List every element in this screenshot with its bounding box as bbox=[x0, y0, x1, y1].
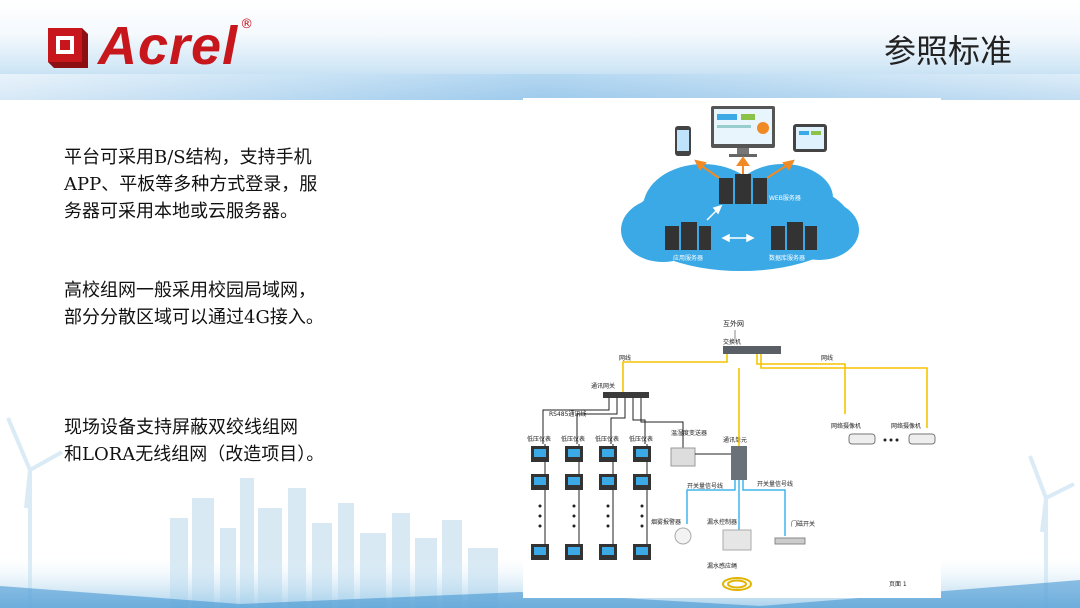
registered-mark: ® bbox=[240, 16, 254, 32]
switch-icon bbox=[723, 346, 781, 354]
svg-text:低压仪表: 低压仪表 bbox=[527, 435, 551, 443]
cable-left-label: 网线 bbox=[619, 354, 631, 362]
comm-unit-icon bbox=[731, 446, 747, 480]
meter-icons bbox=[531, 446, 651, 560]
ethernet-cables bbox=[622, 354, 928, 428]
external-net-label: 互外网 bbox=[723, 319, 744, 328]
brand-logo: Acrel ® bbox=[46, 14, 253, 78]
slide-title: 参照标准 bbox=[883, 32, 1012, 70]
svg-text:低压仪表: 低压仪表 bbox=[595, 435, 619, 443]
water-ctrl-label: 漏水控制器 bbox=[707, 518, 737, 526]
svg-text:低压仪表: 低压仪表 bbox=[561, 435, 585, 443]
meter-screens bbox=[534, 449, 648, 555]
camera-label-1: 网络摄像机 bbox=[831, 422, 861, 430]
meter-labels: 低压仪表 低压仪表 低压仪表 低压仪表 bbox=[527, 435, 653, 443]
temp-sensor-icon bbox=[670, 447, 696, 467]
cloud-shape bbox=[621, 164, 859, 271]
phone-icon bbox=[675, 126, 691, 156]
web-server-icon bbox=[719, 174, 767, 204]
rs485-wires bbox=[542, 398, 684, 558]
app-server-icon bbox=[665, 222, 711, 250]
smoke-label: 烟雾报警器 bbox=[651, 518, 681, 526]
camera-icons bbox=[848, 433, 936, 445]
signal-label-right: 开关量信号线 bbox=[757, 480, 793, 488]
paragraph-field-devices: 现场设备支持屏蔽双绞线组网 和LORA无线组网（改造项目）。 bbox=[64, 417, 325, 465]
brand-name: Acrel bbox=[98, 16, 239, 76]
water-rope-label: 漏水感应绳 bbox=[707, 562, 737, 570]
gateway-icon bbox=[603, 392, 649, 398]
signal-label-left: 开关量信号线 bbox=[687, 482, 723, 490]
door-label: 门磁开关 bbox=[791, 520, 815, 528]
svg-text:低压仪表: 低压仪表 bbox=[629, 435, 653, 443]
paragraph-network: 高校组网一般采用校园局域网， 部分分散区域可以通过4G接入。 bbox=[64, 280, 324, 328]
monitor-icon bbox=[711, 106, 775, 157]
architecture-diagram: WEB服务器 应用服务器 数据库服务器 互外网 交换机 网线 网线 通讯网关 R… bbox=[527, 106, 936, 591]
system-architecture-figure: WEB服务器 应用服务器 数据库服务器 互外网 交换机 网线 网线 通讯网关 R… bbox=[523, 98, 941, 598]
paragraph-platform: 平台可采用B/S结构，支持手机 APP、平板等多种方式登录，服 务器可采用本地或… bbox=[64, 147, 318, 222]
comm-unit-label: 通讯单元 bbox=[723, 436, 747, 444]
upload-arrows bbox=[694, 156, 795, 179]
water-rope-icon bbox=[722, 577, 752, 591]
door-sensor-icon bbox=[774, 537, 806, 545]
camera-label-2: 网络摄像机 bbox=[891, 422, 921, 430]
gateway-label: 通讯网关 bbox=[591, 382, 615, 390]
exchange-arrow-icon bbox=[721, 233, 755, 243]
acrel-logo-icon bbox=[46, 24, 90, 68]
app-server-label: 应用服务器 bbox=[673, 254, 703, 262]
temp-sensor-label: 温湿度变送器 bbox=[671, 429, 707, 437]
page-number: 页面 1 bbox=[889, 581, 907, 588]
rs485-label: RS485通讯线 bbox=[549, 410, 586, 418]
ellipsis-dots bbox=[538, 504, 644, 528]
smoke-detector-icon bbox=[674, 527, 692, 545]
header-band bbox=[0, 0, 1080, 100]
signal-wires bbox=[686, 480, 786, 536]
tablet-icon bbox=[793, 124, 827, 152]
cable-right-label: 网线 bbox=[821, 354, 833, 362]
web-server-label: WEB服务器 bbox=[769, 194, 801, 202]
db-server-label: 数据库服务器 bbox=[769, 254, 805, 262]
water-controller-icon bbox=[722, 529, 752, 551]
camera-ellipsis bbox=[883, 438, 899, 442]
up-arrow-icon bbox=[706, 204, 723, 221]
switch-label: 交换机 bbox=[723, 338, 741, 346]
db-server-icon bbox=[771, 222, 817, 250]
